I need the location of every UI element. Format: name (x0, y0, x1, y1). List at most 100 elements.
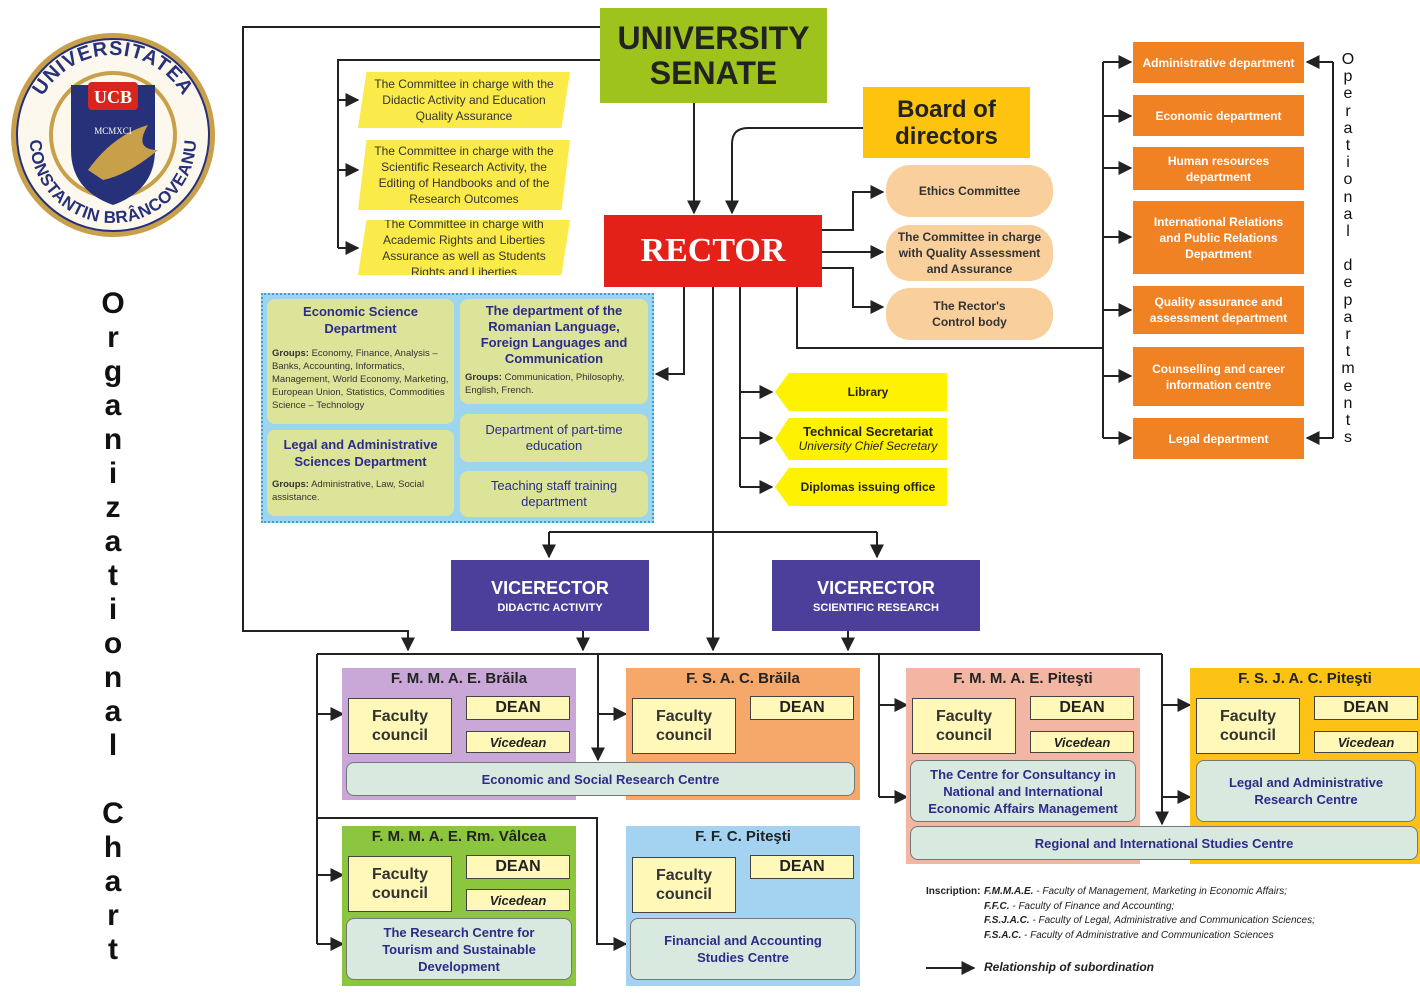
inscription-text: - Faculty of Management, Marketing in Ec… (1033, 886, 1288, 897)
vertical-letter: o (103, 627, 123, 660)
logo-year: MCMXCI (94, 126, 132, 136)
vertical-letter: C (102, 797, 124, 830)
vertical-letter: p (1343, 68, 1353, 86)
faculty-council-ffc-pitesti: Faculty council (632, 857, 736, 913)
committee-didactic: The Committee in charge with the Didacti… (358, 72, 570, 128)
romanian-department-groups: Groups: Communication, Philosophy, Engli… (465, 371, 643, 397)
inscription-abbr: F.F.C. (984, 900, 1010, 912)
vertical-letter: e (1343, 85, 1353, 103)
part-time-education-department: Department of part-time education (460, 414, 648, 462)
logo-text-layer: UNIVERSITATEA CONSTANTIN BRÂNCOVEANU UCB… (26, 38, 200, 227)
vertical-letter (109, 765, 117, 799)
international-relations-department: International Relations and Public Relat… (1133, 201, 1304, 274)
quality-assurance-department: Quality assurance and assessment departm… (1133, 286, 1304, 334)
vertical-letter: t (1345, 343, 1351, 361)
vicedean-fsjac-pitesti: Vicedean (1314, 731, 1418, 753)
vicerector-didactic: VICERECTOR DIDACTIC ACTIVITY (451, 560, 649, 631)
inscription-line: F.S.J.A.C. - Faculty of Legal, Administr… (984, 914, 1315, 929)
counselling-centre: Counselling and career information centr… (1133, 347, 1304, 406)
faculty-title: F. M. M. A. E. Brăila (390, 670, 528, 687)
vertical-letter: i (108, 457, 118, 490)
vertical-letter: t (1345, 411, 1351, 429)
vertical-letter: a (1343, 308, 1353, 326)
vertical-letter: i (1346, 154, 1350, 172)
vicerector-title: VICERECTOR (491, 577, 609, 598)
vertical-letter: e (1343, 377, 1353, 395)
vertical-letter: a (104, 695, 122, 728)
board-line1: Board of (897, 95, 996, 123)
human-resources-department: Human resources department (1133, 147, 1304, 190)
svg-text:CONSTANTIN BRÂNCOVEANU: CONSTANTIN BRÂNCOVEANU (26, 139, 200, 227)
faculty-title: F. M. M. A. E. Rm. Vâlcea (371, 828, 547, 845)
economic-science-groups: Groups: Economy, Finance, Analysis – Ban… (272, 347, 449, 412)
rector-box: RECTOR (604, 215, 822, 287)
quality-assessment-committee: The Committee in charge with Quality Ass… (886, 225, 1053, 281)
vertical-letter: s (1344, 429, 1352, 447)
senate-line1: UNIVERSITY (617, 19, 810, 56)
vertical-letter: p (1343, 291, 1353, 309)
legal-administrative-research-centre: Legal and Administrative Research Centre (1196, 760, 1416, 822)
faculty-council-fsjac-pitesti: Faculty council (1196, 698, 1300, 754)
faculty-council-fmmae-valcea: Faculty council (348, 856, 452, 912)
inscription-abbr: F.S.J.A.C. (984, 915, 1030, 926)
inscription-abbr: F.M.M.A.E. (984, 886, 1034, 897)
legal-department: Legal department (1133, 418, 1304, 459)
vertical-letter: O (1341, 51, 1355, 68)
inscription-text: - Faculty of Finance and Accounting; (1009, 900, 1175, 912)
vertical-letter: t (108, 559, 118, 592)
university-logo: UNIVERSITATEA CONSTANTIN BRÂNCOVEANU UCB… (8, 30, 218, 240)
committee-rights: The Committee in charge with Academic Ri… (358, 220, 570, 275)
vicerector-scientific: VICERECTOR SCIENTIFIC RESEARCH (772, 560, 980, 631)
legal-department-groups: Groups: Administrative, Law, Social assi… (272, 478, 449, 504)
vertical-letter: a (104, 865, 122, 898)
logo-initials: UCB (94, 87, 132, 107)
vertical-letter: z (105, 491, 121, 524)
dean-fsjac-pitesti: DEAN (1314, 696, 1418, 720)
vertical-letter: a (1343, 205, 1353, 223)
faculty-title: F. S. A. C. Brăila (686, 670, 800, 687)
vertical-letter: t (1345, 136, 1351, 154)
technical-secretariat-sub: University Chief Secretary (798, 439, 938, 453)
vertical-letter: l (1346, 222, 1350, 240)
legend-label: Relationship of subordination (984, 960, 1154, 974)
vertical-letter: h (103, 831, 123, 864)
vertical-letter: n (103, 661, 123, 694)
vertical-letter (1346, 241, 1350, 258)
inscription-label: Inscription: (926, 886, 981, 897)
administrative-department: Administrative department (1133, 42, 1304, 83)
teaching-staff-training-department: Teaching staff training department (460, 471, 648, 517)
university-senate-box: UNIVERSITY SENATE (600, 8, 827, 103)
economic-science-department: Economic Science Department Groups: Econ… (267, 299, 454, 424)
library-box: Library (775, 373, 947, 411)
board-line2: directors (895, 122, 998, 150)
dean-fmmae-valcea: DEAN (466, 855, 570, 879)
romanian-language-department: The department of the Romanian Language,… (460, 299, 648, 404)
dean-fsac-braila: DEAN (750, 696, 854, 720)
faculty-title: F. M. M. A. E. Piteşti (953, 670, 1093, 687)
groups-label: Groups: (465, 372, 502, 383)
vertical-letter: n (1343, 188, 1353, 206)
legal-department-title: Legal and Administrative Sciences Depart… (283, 437, 438, 469)
vicerector-sub: DIDACTIC ACTIVITY (497, 601, 603, 614)
senate-line2: SENATE (649, 54, 778, 91)
groups-label: Groups: (272, 348, 309, 359)
vertical-letter: a (1343, 119, 1353, 137)
vicedean-fmmae-valcea: Vicedean (466, 889, 570, 911)
inscription-abbr: F.S.A.C. (984, 929, 1022, 941)
vertical-letter: e (1343, 274, 1353, 292)
legal-administrative-department: Legal and Administrative Sciences Depart… (267, 430, 454, 516)
vertical-letter: m (1341, 360, 1355, 378)
vertical-letter: g (103, 355, 123, 388)
inscription-line: F.M.M.A.E. - Faculty of Management, Mark… (984, 885, 1315, 900)
logo-seal-icon (11, 33, 215, 237)
inscription-line: F.S.A.C. - Faculty of Administrative and… (984, 929, 1315, 944)
vertical-letter: r (1345, 326, 1351, 343)
vertical-letter: n (1343, 394, 1353, 412)
inscription-text: - Faculty of Legal, Administrative and C… (1029, 915, 1315, 926)
faculty-council-fmmae-braila: Faculty council (348, 698, 452, 754)
inscription-lines: F.M.M.A.E. - Faculty of Management, Mark… (984, 885, 1315, 943)
vicedean-fmmae-pitesti: Vicedean (1030, 731, 1134, 753)
committee-research: The Committee in charge with the Scienti… (358, 140, 570, 210)
technical-secretariat-title: Technical Secretariat (803, 424, 933, 439)
